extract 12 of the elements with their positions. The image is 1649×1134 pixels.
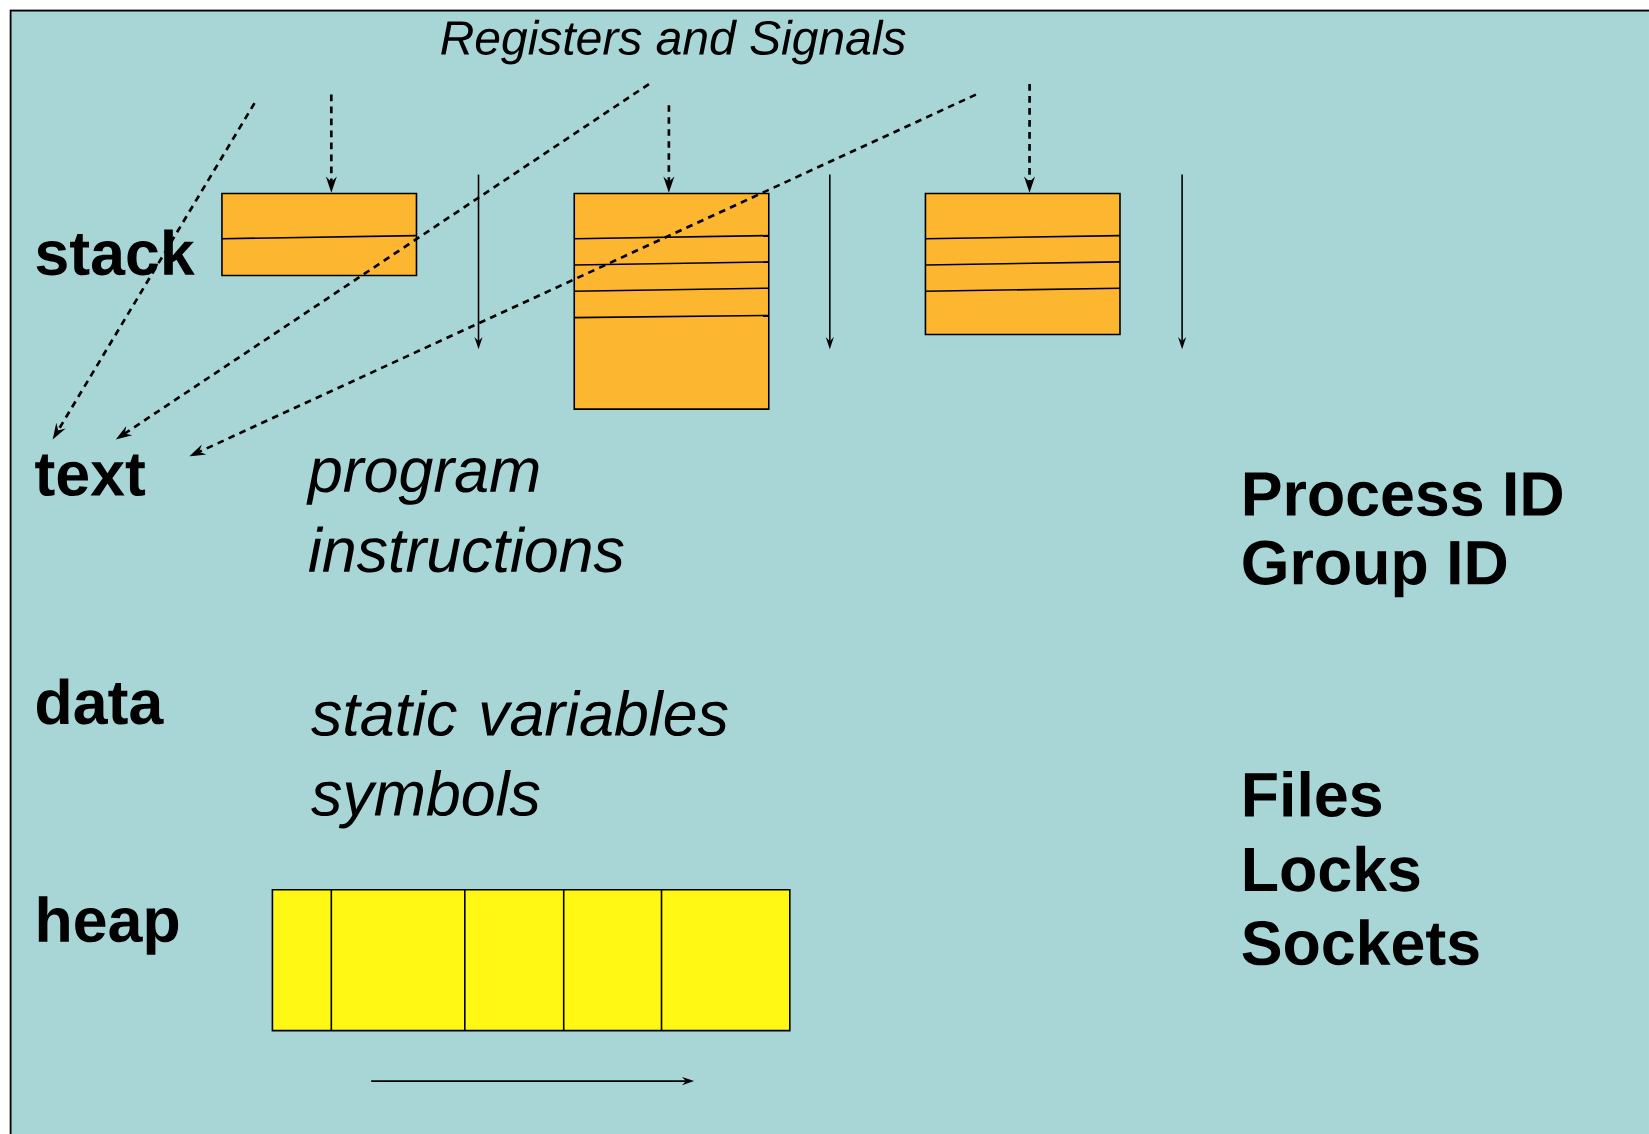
description-text: static variables symbols (311, 690, 728, 829)
segment-label: heap (38, 896, 179, 955)
attribute-label: Group ID (1243, 540, 1507, 598)
heading-label: Registers and Signals (441, 19, 906, 65)
attribute-label: Locks (1244, 845, 1420, 892)
stack-frame-box (573, 192, 770, 410)
stack-frame-box (924, 192, 1121, 336)
segment-label: text (35, 454, 146, 497)
attribute-label: Files (1244, 771, 1381, 817)
attribute-label: Sockets (1242, 919, 1479, 966)
segment-label: data (37, 678, 164, 725)
stack-frame-box (221, 192, 418, 277)
